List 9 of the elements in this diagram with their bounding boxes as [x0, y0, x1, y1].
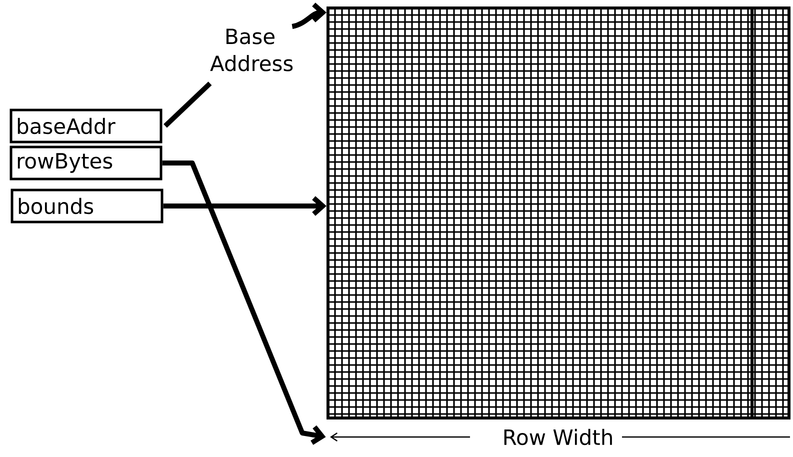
field-box: baseAddr: [10, 108, 162, 144]
arrow: [162, 160, 326, 445]
arrow: [292, 2, 326, 29]
field-box: rowBytes: [10, 146, 162, 180]
field-box: bounds: [10, 188, 164, 224]
dimension-line: Row Width: [330, 428, 790, 446]
arrow: [163, 196, 326, 216]
pixel-grid-drawing: [326, 6, 790, 420]
annotation-text: Base Address: [210, 28, 293, 72]
